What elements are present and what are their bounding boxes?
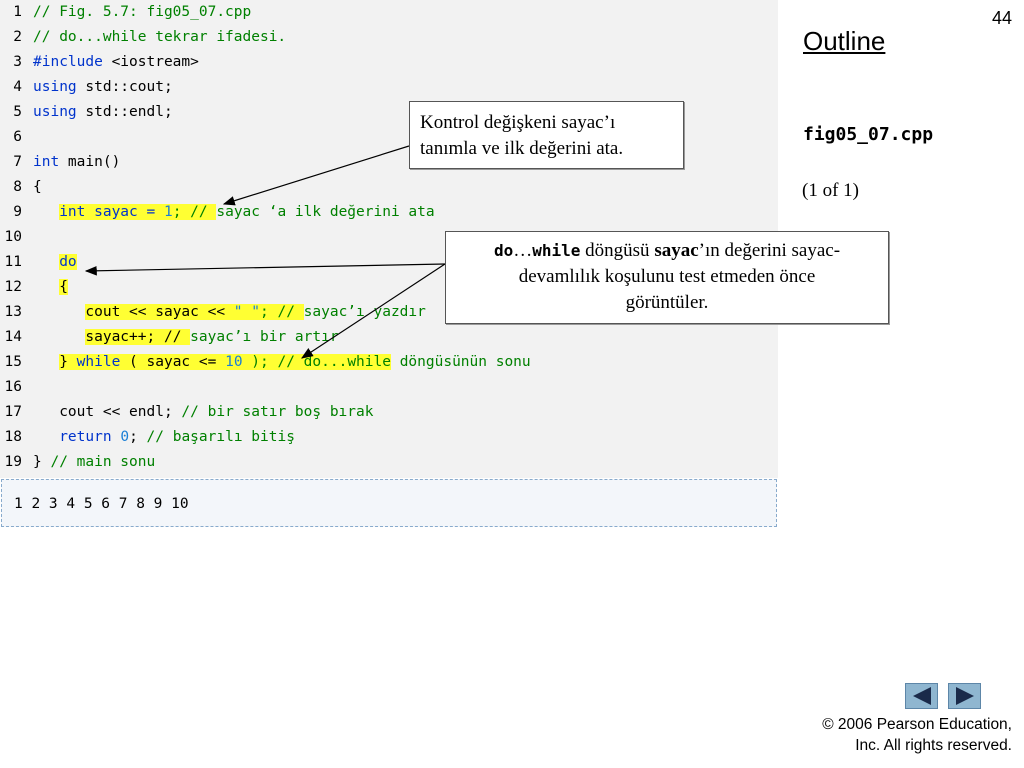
next-slide-button[interactable]: [948, 683, 981, 709]
callout-counter-init: Kontrol değişkeni sayac’ı tanımla ve ilk…: [409, 101, 684, 169]
line-number: 13: [4, 304, 22, 320]
code-line-11: 11 do: [0, 250, 77, 275]
triangle-right-icon: [955, 687, 974, 705]
outline-link[interactable]: Outline: [803, 26, 886, 56]
code-line-17: 17 cout << endl; // bir satır boş bırak: [0, 400, 374, 425]
line-number: 10: [4, 229, 22, 245]
code-line-3: 3#include <iostream>: [0, 50, 199, 75]
code-line-16: 16: [0, 375, 33, 400]
code-line-8: 8{: [0, 175, 41, 200]
line-number: 18: [4, 429, 22, 445]
line-number: 19: [4, 454, 22, 470]
previous-slide-button[interactable]: [905, 683, 938, 709]
code-line-12: 12 {: [0, 275, 68, 300]
code-line-10: 10: [0, 225, 33, 250]
callout-do-while: do…while döngüsü sayac’ın değerini sayac…: [445, 231, 889, 324]
program-output: 1 2 3 4 5 6 7 8 9 10: [1, 479, 777, 527]
filename-label: fig05_07.cpp: [803, 124, 934, 145]
line-number: 12: [4, 279, 22, 295]
line-number: 3: [13, 54, 22, 70]
code-line-14: 14 sayac++; // sayac’ı bir artır: [0, 325, 339, 350]
copyright-notice: © 2006 Pearson Education, Inc. All right…: [822, 716, 1012, 754]
line-number: 11: [4, 254, 22, 270]
line-number: 7: [13, 154, 22, 170]
code-line-13: 13 cout << sayac << " "; // sayac’ı yazd…: [0, 300, 426, 325]
line-number: 14: [4, 329, 22, 345]
code-line-19: 19} // main sonu: [0, 450, 156, 475]
line-number: 17: [4, 404, 22, 420]
code-line-6: 6: [0, 125, 33, 150]
line-number: 1: [13, 4, 22, 20]
line-number: 2: [13, 29, 22, 45]
line-number: 15: [4, 354, 22, 370]
triangle-left-icon: [912, 687, 931, 705]
code-line-9: 9 int sayac = 1; // sayac ‘a ilk değerin…: [0, 200, 435, 225]
line-number: 6: [13, 129, 22, 145]
page-of-label: (1 of 1): [802, 180, 859, 201]
line-number: 4: [13, 79, 22, 95]
page-number: 44: [991, 8, 1012, 28]
code-line-18: 18 return 0; // başarılı bitiş: [0, 425, 295, 450]
code-line-2: 2// do...while tekrar ifadesi.: [0, 25, 286, 50]
line-number: 8: [13, 179, 22, 195]
line-number: 9: [13, 204, 22, 220]
line-number: 5: [13, 104, 22, 120]
code-line-1: 1// Fig. 5.7: fig05_07.cpp: [0, 0, 251, 25]
line-number: 16: [4, 379, 22, 395]
code-line-15: 15 } while ( sayac <= 10 ); // do...whil…: [0, 350, 531, 375]
